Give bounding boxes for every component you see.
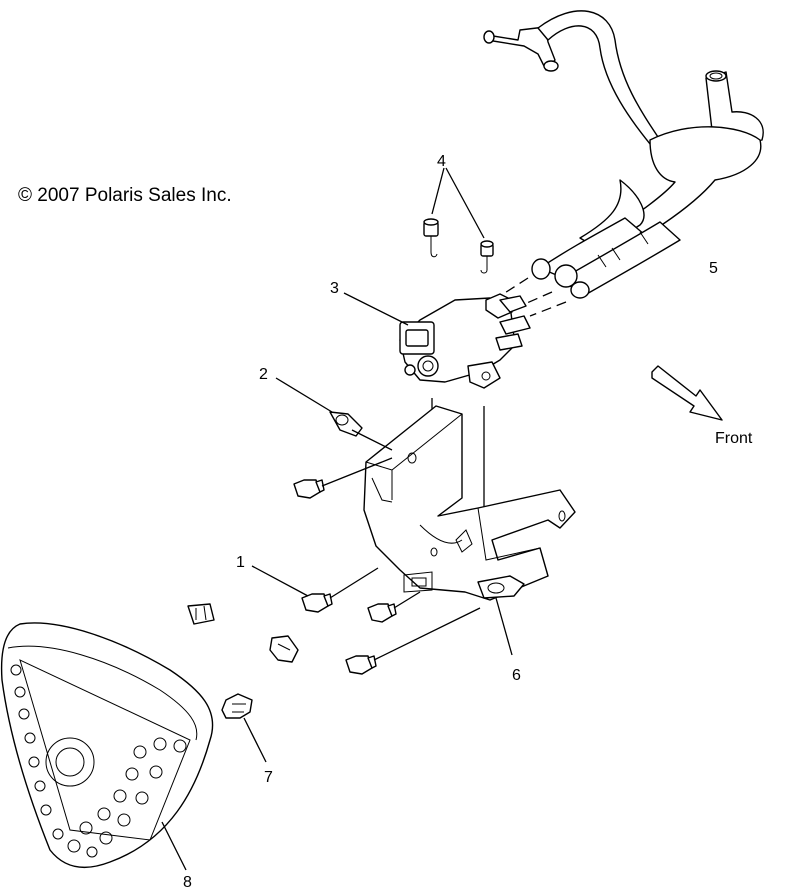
hose-assembly-part-5 bbox=[483, 10, 764, 299]
clip-small-a bbox=[187, 603, 215, 625]
bolt-lower bbox=[345, 655, 377, 675]
callout-4: 4 bbox=[437, 153, 446, 170]
front-arrow bbox=[651, 365, 723, 421]
callout-5: 5 bbox=[709, 260, 718, 277]
bolt-middle bbox=[367, 603, 397, 623]
bolt-upper bbox=[293, 479, 325, 499]
clip-small-b bbox=[269, 635, 299, 663]
bolt-part-1 bbox=[301, 593, 333, 613]
callout-7: 7 bbox=[264, 769, 273, 786]
callout-2: 2 bbox=[259, 366, 268, 383]
retainer-clip-part-7 bbox=[221, 693, 253, 719]
callout-1: 1 bbox=[236, 554, 245, 571]
valve-assembly-part-3 bbox=[399, 293, 531, 389]
clip-part-2 bbox=[329, 411, 363, 437]
mounting-bracket-part-6 bbox=[363, 405, 576, 601]
front-label: Front bbox=[715, 430, 753, 447]
fitting-pair-part-4 bbox=[423, 218, 494, 274]
callout-3: 3 bbox=[330, 280, 339, 297]
grille-holes bbox=[10, 664, 187, 858]
callout-8: 8 bbox=[183, 874, 192, 889]
copyright-text: © 2007 Polaris Sales Inc. bbox=[18, 185, 232, 206]
grille-part-8 bbox=[0, 622, 214, 869]
callout-6: 6 bbox=[512, 667, 521, 684]
